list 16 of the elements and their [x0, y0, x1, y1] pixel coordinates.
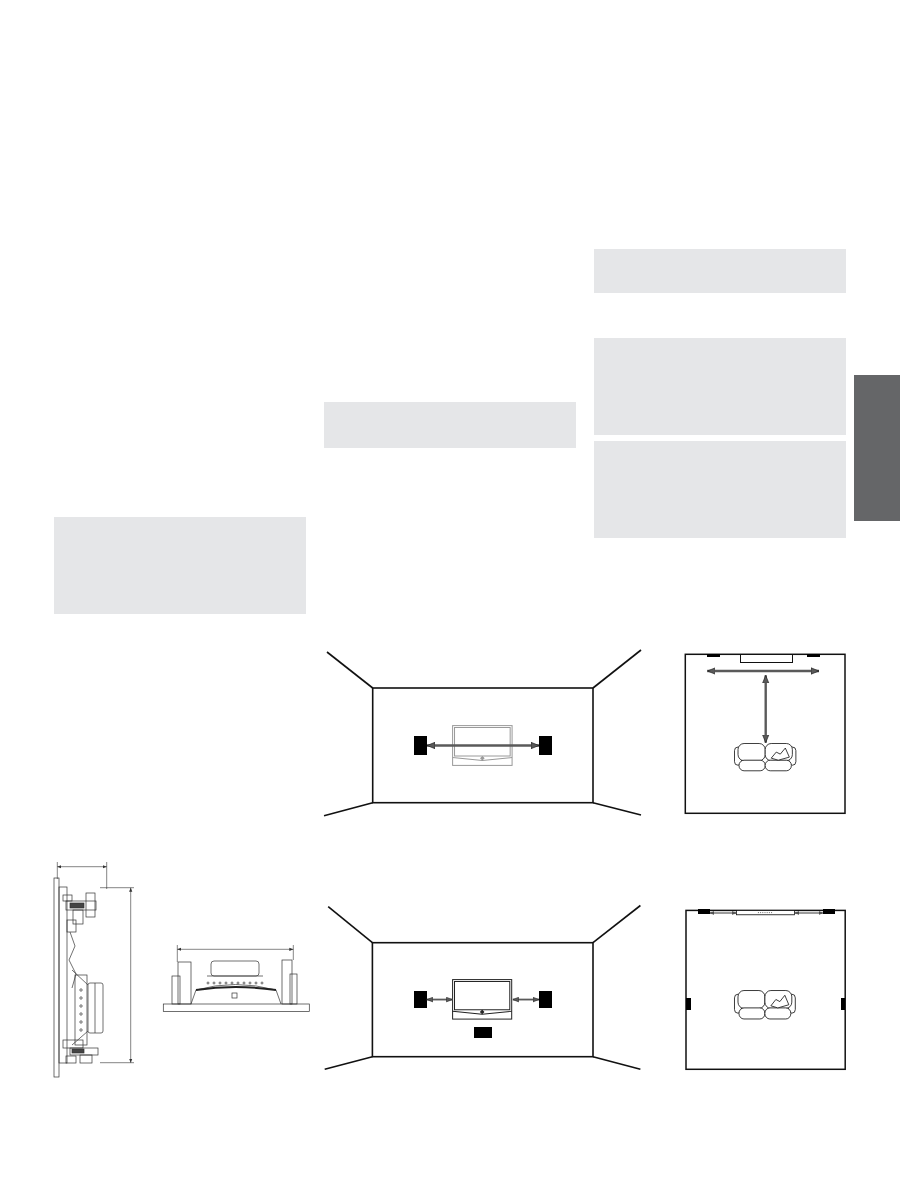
- double-arrow: [425, 996, 454, 1003]
- double-arrow: [794, 911, 824, 915]
- speaker-symbol: [414, 736, 427, 755]
- speaker-symbol: [539, 990, 552, 1009]
- sofa-icon: [734, 742, 797, 771]
- speaker-symbol: [539, 736, 552, 755]
- television-icon: [452, 979, 513, 1020]
- double-arrow: [511, 996, 540, 1003]
- double-arrow: [709, 911, 737, 915]
- speaker-symbol: [822, 909, 835, 915]
- double-arrow: [762, 675, 770, 743]
- speaker-symbol: [697, 909, 710, 915]
- double-arrow: [426, 742, 540, 749]
- section-tab: [854, 375, 900, 521]
- speaker-symbol: [414, 990, 427, 1009]
- television-symbol: [736, 909, 795, 915]
